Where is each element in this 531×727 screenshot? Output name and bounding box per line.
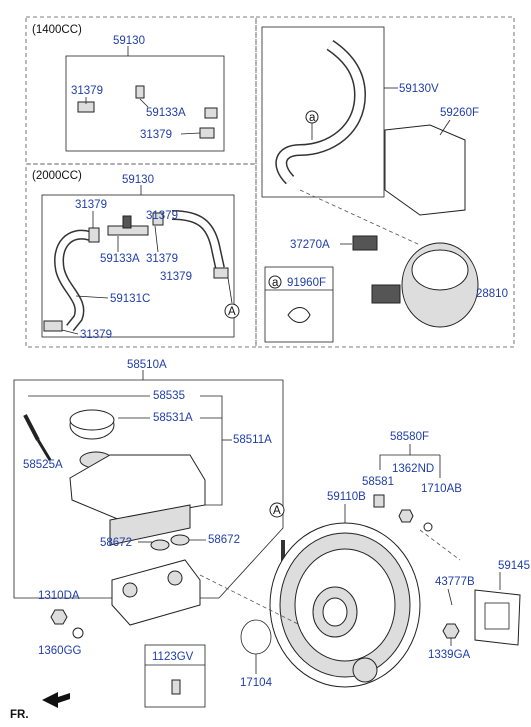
- label-31379-c: 31379: [75, 199, 107, 211]
- section-2000cc: (2000CC): [32, 170, 82, 182]
- label-58580F: 58580F: [390, 431, 429, 443]
- sensor: [352, 235, 378, 251]
- label-59260F: 59260F: [440, 107, 479, 119]
- label-59133A-mid: 59133A: [100, 253, 140, 265]
- label-59133A-top: 59133A: [146, 107, 186, 119]
- nut-1339GA: [442, 623, 460, 639]
- label-58581: 58581: [362, 476, 394, 488]
- label-43777B: 43777B: [435, 576, 475, 588]
- label-1123GV: 1123GV: [152, 651, 194, 663]
- label-28810: 28810: [476, 288, 508, 300]
- inset-91960F: [264, 266, 334, 343]
- label-31379-a: 31379: [71, 85, 103, 97]
- bracket: [384, 124, 466, 216]
- front-arrow-icon: [42, 692, 70, 708]
- label-59110B: 59110B: [327, 491, 366, 503]
- label-59130-top: 59130: [113, 35, 145, 47]
- group-box-1400: [65, 55, 225, 152]
- o-ring-17104: [240, 619, 272, 655]
- svg-text:a: a: [309, 112, 316, 124]
- label-31379-d: 31379: [146, 210, 178, 222]
- label-59130-mid: 59130: [122, 174, 154, 186]
- label-58535: 58535: [153, 390, 185, 402]
- label-91960F: 91960F: [287, 277, 326, 289]
- callout-A-upper-text: A: [228, 306, 236, 318]
- label-59145: 59145: [498, 560, 530, 572]
- label-58525A: 58525A: [23, 459, 63, 471]
- label-1710AB: 1710AB: [421, 483, 462, 495]
- label-58511A: 58511A: [233, 434, 272, 446]
- pump-connector: [371, 284, 401, 304]
- inset-1123GV: [144, 644, 206, 708]
- label-1362ND: 1362ND: [392, 463, 434, 475]
- label-58531A: 58531A: [153, 412, 193, 424]
- gasket-59145: [474, 589, 521, 646]
- label-59131C: 59131C: [110, 293, 150, 305]
- nut-1310DA: [50, 609, 68, 625]
- label-59130V: 59130V: [399, 83, 439, 95]
- group-box-pump-hose: [261, 26, 385, 198]
- group-box-master-cylinder: [13, 379, 284, 599]
- callout-A-upper: [224, 303, 240, 319]
- label-31379-f-right: 31379: [160, 271, 192, 283]
- label-58510A: 58510A: [127, 359, 167, 371]
- callout-A-lower-text: A: [273, 505, 281, 517]
- label-1339GA: 1339GA: [428, 649, 471, 661]
- label-1360GG: 1360GG: [38, 645, 82, 657]
- label-17104: 17104: [240, 677, 273, 689]
- label-31379-g: 31379: [80, 329, 112, 341]
- callout-A-lower: [269, 502, 285, 518]
- box-2000cc: [25, 163, 257, 348]
- label-31379-b: 31379: [140, 129, 172, 141]
- label-58672-right: 58672: [208, 534, 240, 546]
- reservoir: [69, 454, 206, 521]
- callout-a-inset: a: [272, 277, 279, 289]
- label-1310DA: 1310DA: [38, 590, 80, 602]
- label-37270A: 37270A: [290, 239, 330, 251]
- box-vacuum-pump: [255, 16, 515, 348]
- group-box-2000: [41, 194, 235, 338]
- label-58672-left: 58672: [100, 537, 132, 549]
- label-31379-e: 31379: [146, 253, 178, 265]
- section-1400cc: (1400CC): [32, 24, 82, 36]
- front-label: FR.: [10, 709, 29, 721]
